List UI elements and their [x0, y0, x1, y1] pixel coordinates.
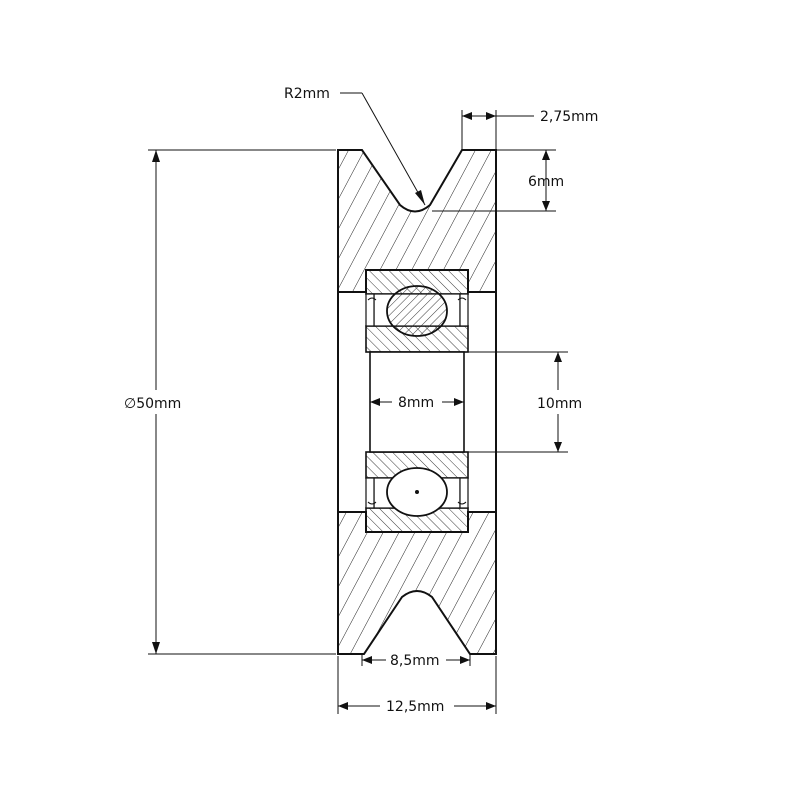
pulley-body-lower [337, 511, 497, 655]
dim-total-width-label: 12,5mm [386, 699, 444, 715]
dim-groove-flat-label: 2,75mm [540, 109, 598, 125]
dim-groove-top-width: 8,5mm [361, 653, 471, 669]
bearing-inner-ring-top [365, 325, 469, 353]
dim-groove-flat: 2,75mm [461, 109, 598, 150]
dim-bore: 8mm [370, 395, 464, 411]
dim-groove-depth-label: 6mm [528, 174, 564, 190]
dim-bearing-bore: 10mm [468, 351, 582, 453]
pulley-side-lines [337, 291, 497, 513]
dim-groove-depth: 6mm [432, 149, 564, 212]
dim-outer-diameter: ∅50mm [124, 149, 336, 655]
dim-groove-radius: R2mm [284, 86, 426, 206]
dim-groove-radius-label: R2mm [284, 86, 330, 102]
dim-outer-diameter-label: ∅50mm [124, 396, 181, 412]
dim-bore-label: 8mm [398, 395, 434, 411]
bearing [365, 269, 469, 533]
dim-groove-top-width-label: 8,5mm [390, 653, 440, 669]
dim-bearing-bore-label: 10mm [537, 396, 582, 412]
bearing-ball-top [386, 285, 448, 337]
dim-total-width: 12,5mm [337, 656, 497, 715]
